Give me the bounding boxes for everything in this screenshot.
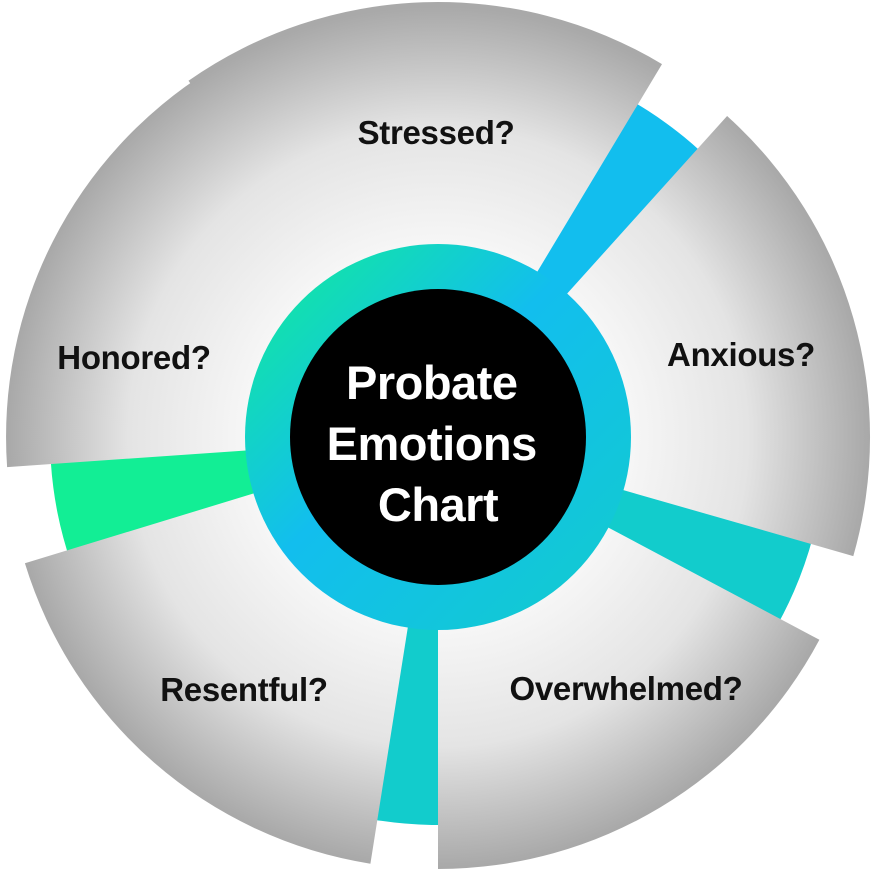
center-title-line-3: Chart xyxy=(378,478,499,531)
segment-label-honored: Honored? xyxy=(57,339,210,376)
segment-label-anxious: Anxious? xyxy=(667,336,815,373)
center-title: Probate Emotions Chart xyxy=(327,356,550,531)
petal-segments xyxy=(6,2,871,869)
segment-label-overwhelmed: Overwhelmed? xyxy=(510,670,743,707)
center-title-line-2: Emotions xyxy=(327,417,537,470)
center-title-line-1: Probate xyxy=(346,356,518,409)
segment-label-resentful: Resentful? xyxy=(160,671,328,708)
segment-label-stressed: Stressed? xyxy=(358,114,515,151)
center-circle xyxy=(290,289,586,585)
